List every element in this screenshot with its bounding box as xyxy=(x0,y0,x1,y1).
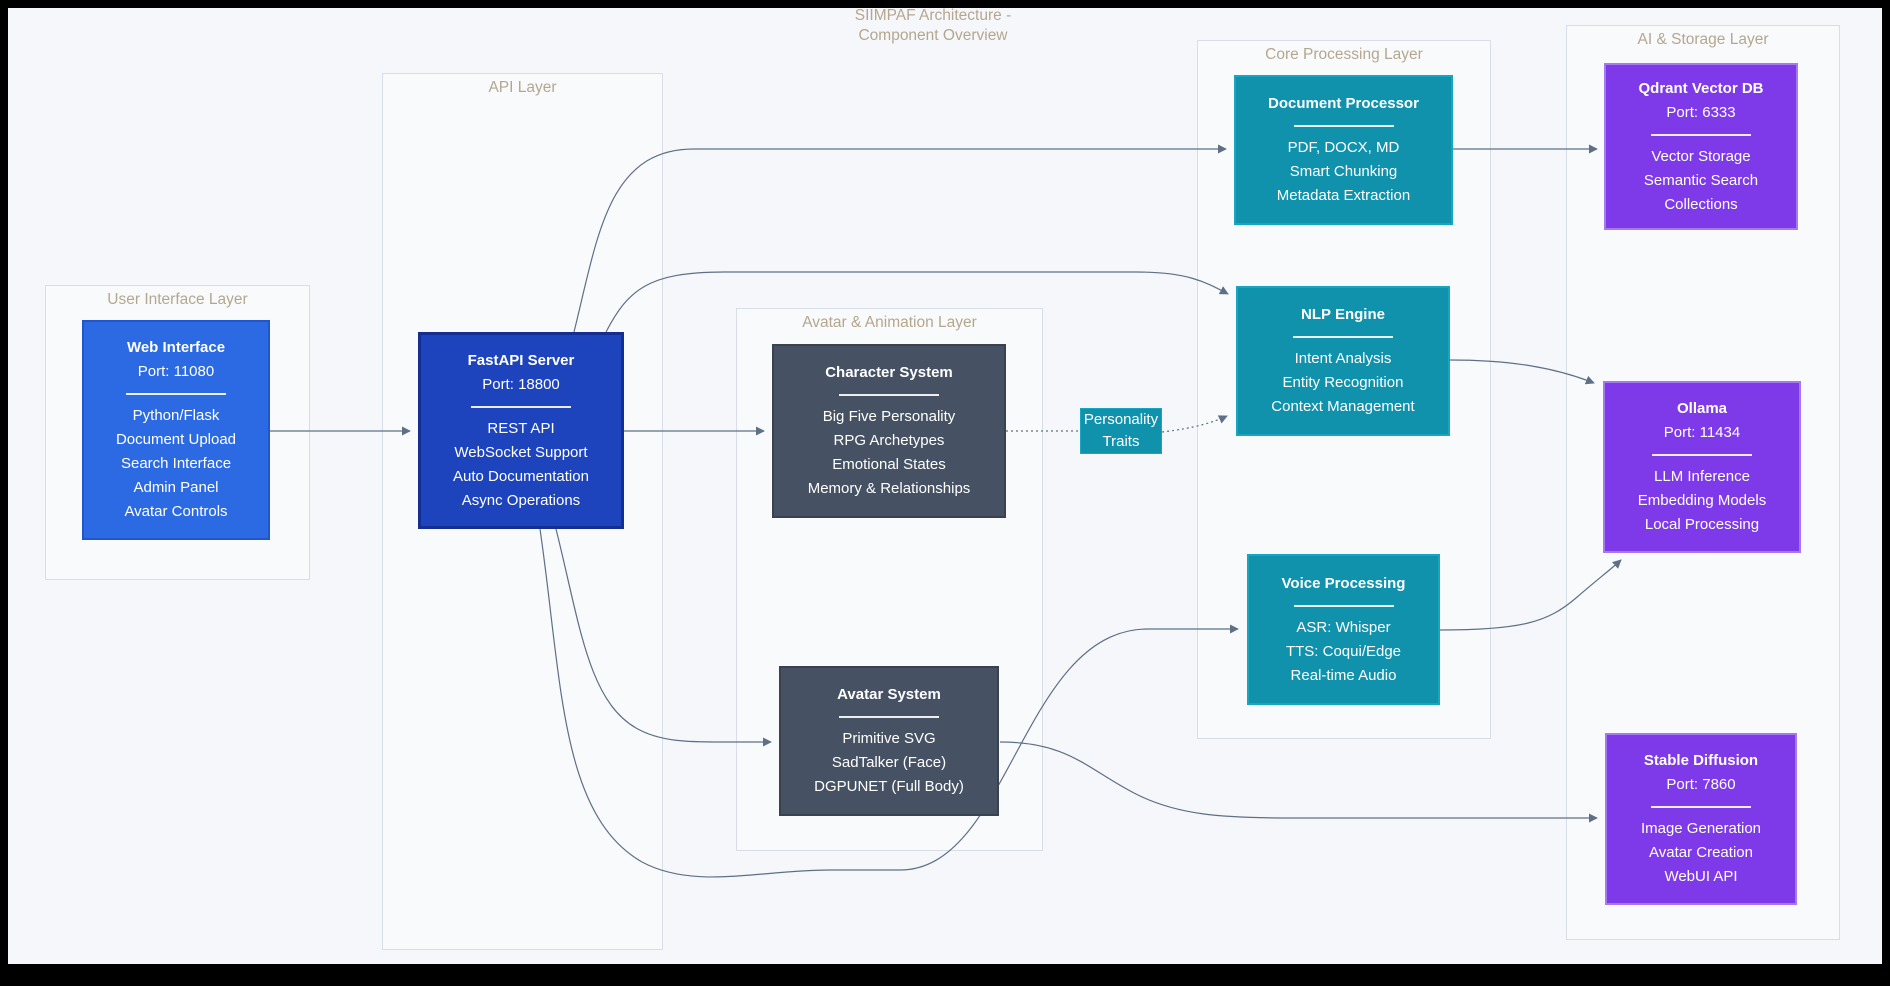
diagram-canvas: SIIMPAF Architecture - Component Overvie… xyxy=(8,6,1882,964)
node-title: NLP Engine xyxy=(1301,306,1385,323)
node-port: Port: 18800 xyxy=(482,375,560,393)
node-line: Local Processing xyxy=(1644,516,1760,533)
edge-fastapi-to-voice xyxy=(539,528,1239,878)
node-stable-diffusion: Stable Diffusion Port: 7860 Image Genera… xyxy=(1605,733,1797,905)
node-line: Embedding Models xyxy=(1637,492,1767,509)
node-line: Entity Recognition xyxy=(1282,374,1404,391)
node-line: SadTalker (Face) xyxy=(831,754,947,771)
node-line: REST API xyxy=(487,419,555,437)
node-title: FastAPI Server xyxy=(467,351,575,369)
node-port: Port: 7860 xyxy=(1666,776,1736,793)
node-line: Real-time Audio xyxy=(1290,666,1397,684)
node-line: PDF, DOCX, MD xyxy=(1287,139,1400,156)
layer-label: Avatar & Animation Layer xyxy=(802,314,977,331)
node-line: TTS: Coqui/Edge xyxy=(1285,642,1402,660)
node-web-interface: Web Interface Port: 11080 Python/Flask D… xyxy=(82,320,270,540)
node-line: Emotional States xyxy=(832,456,946,473)
diagram-title: SIIMPAF Architecture - Component Overvie… xyxy=(683,6,1183,46)
divider xyxy=(1651,806,1751,808)
node-title: Character System xyxy=(825,364,953,381)
node-line: Async Operations xyxy=(461,491,581,509)
node-line: ASR: Whisper xyxy=(1296,618,1391,636)
divider xyxy=(1651,133,1751,136)
node-line: Document Upload xyxy=(115,431,237,448)
divider xyxy=(126,393,226,395)
node-line: LLM Inference xyxy=(1654,468,1750,485)
edge-personality-to-nlp xyxy=(1161,415,1228,433)
node-line: Vector Storage xyxy=(1651,147,1751,165)
node-line: Admin Panel xyxy=(133,479,219,496)
node-line: Collections xyxy=(1664,195,1738,213)
diagram-title-line1: SIIMPAF Architecture - xyxy=(854,7,1012,24)
node-title: Ollama xyxy=(1676,400,1728,417)
edge-fastapi-to-docprocessor xyxy=(573,144,1227,333)
layer-label: User Interface Layer xyxy=(107,291,248,308)
node-title: Document Processor xyxy=(1268,95,1419,112)
node-voice-processing: Voice Processing ASR: Whisper TTS: Coqui… xyxy=(1247,554,1440,705)
node-character-system: Character System Big Five Personality RP… xyxy=(772,344,1006,518)
node-port: Port: 11080 xyxy=(137,363,215,380)
label-line: Traits xyxy=(1102,433,1140,450)
divider xyxy=(839,394,939,396)
node-line: WebUI API xyxy=(1664,868,1738,885)
layer-label: AI & Storage Layer xyxy=(1637,31,1769,48)
node-port: Port: 11434 xyxy=(1663,424,1741,441)
divider xyxy=(839,716,939,718)
node-line: Semantic Search xyxy=(1643,171,1759,189)
node-qdrant-vector-db: Qdrant Vector DB Port: 6333 Vector Stora… xyxy=(1604,63,1798,230)
node-line: Context Management xyxy=(1271,398,1415,415)
node-line: Search Interface xyxy=(120,455,232,472)
edge-avatarsystem-to-stablediffusion xyxy=(999,741,1598,823)
node-avatar-system: Avatar System Primitive SVG SadTalker (F… xyxy=(779,666,999,816)
divider xyxy=(1293,125,1394,127)
edge-fastapi-to-avatarsystem xyxy=(555,528,772,747)
divider xyxy=(1293,336,1393,338)
node-document-processor: Document Processor PDF, DOCX, MD Smart C… xyxy=(1234,75,1453,225)
node-title: Web Interface xyxy=(126,339,226,356)
node-title: Voice Processing xyxy=(1281,574,1406,592)
label-line: Personality xyxy=(1083,411,1159,428)
node-title: Stable Diffusion xyxy=(1643,752,1759,769)
node-line: Metadata Extraction xyxy=(1276,187,1411,204)
node-line: Image Generation xyxy=(1640,820,1762,837)
node-nlp-engine: NLP Engine Intent Analysis Entity Recogn… xyxy=(1236,286,1450,436)
node-line: Auto Documentation xyxy=(453,467,589,485)
node-title: Qdrant Vector DB xyxy=(1638,79,1764,97)
node-ollama: Ollama Port: 11434 LLM Inference Embeddi… xyxy=(1603,381,1801,553)
node-line: Avatar Creation xyxy=(1649,844,1753,861)
edge-voice-to-ollama xyxy=(1439,559,1622,631)
node-port: Port: 6333 xyxy=(1666,103,1736,121)
node-line: RPG Archetypes xyxy=(833,432,945,449)
node-line: DGPUNET (Full Body) xyxy=(814,778,964,795)
node-line: Avatar Controls xyxy=(124,503,228,520)
divider xyxy=(1652,454,1752,456)
node-line: Primitive SVG xyxy=(842,730,936,747)
node-line: Big Five Personality xyxy=(822,408,956,425)
node-fastapi-server: FastAPI Server Port: 18800 REST API WebS… xyxy=(418,332,624,529)
edge-fastapi-to-nlp xyxy=(605,271,1229,333)
diagram-title-line2: Component Overview xyxy=(858,27,1008,44)
node-line: Python/Flask xyxy=(132,407,220,424)
node-line: Intent Analysis xyxy=(1294,350,1392,367)
node-title: Avatar System xyxy=(837,686,941,703)
node-line: Memory & Relationships xyxy=(807,480,971,497)
edge-nlp-to-ollama xyxy=(1449,359,1595,385)
divider xyxy=(471,405,571,408)
node-personality-traits: Personality Traits xyxy=(1080,408,1162,454)
node-line: Smart Chunking xyxy=(1289,163,1398,180)
layer-label: Core Processing Layer xyxy=(1265,46,1423,63)
divider xyxy=(1293,604,1394,607)
layer-label: API Layer xyxy=(488,79,557,96)
node-line: WebSocket Support xyxy=(454,443,588,461)
